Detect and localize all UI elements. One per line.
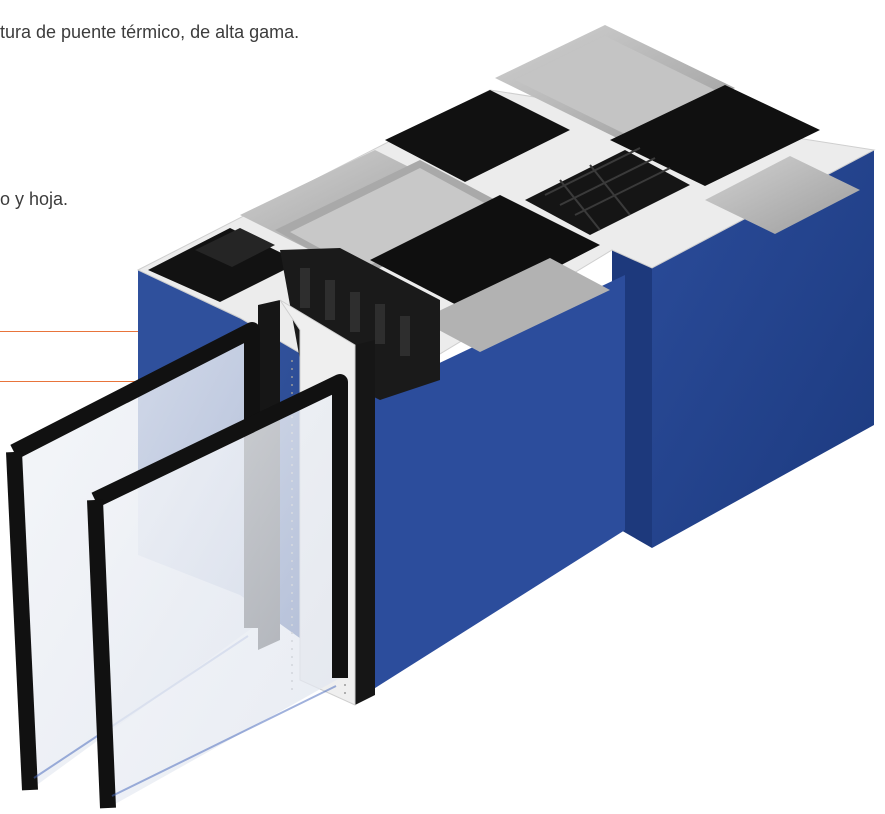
glass-pane-inner xyxy=(87,374,348,809)
intro-text-line-1: tura de puente térmico, de alta gama. xyxy=(0,22,300,42)
intro-text-line-2: o y hoja. xyxy=(0,189,69,209)
profile-section-top xyxy=(136,25,876,400)
